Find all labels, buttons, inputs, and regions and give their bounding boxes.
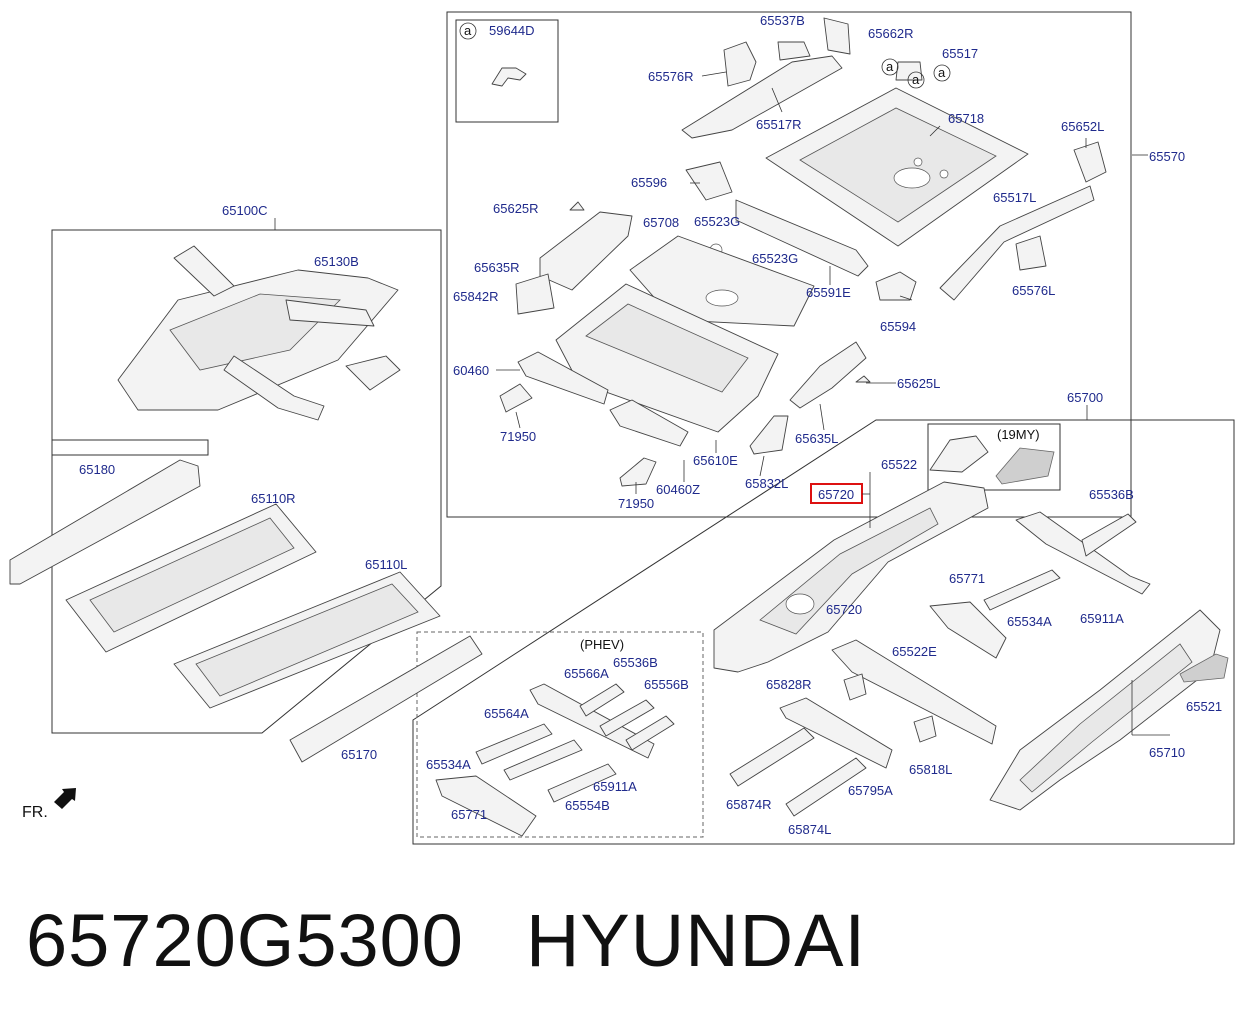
callout-30: 65130B <box>314 254 359 269</box>
callout-27: 71950 <box>618 496 654 511</box>
leader-lines <box>274 71 1170 736</box>
callout-0: 59644D <box>489 23 535 38</box>
callout-32: 65110R <box>251 491 296 506</box>
callout-37: 65720 <box>826 602 862 617</box>
callout-33: 65110L <box>365 557 407 572</box>
callout-46: 65874R <box>726 797 772 812</box>
callout-25: 60460Z <box>656 482 700 497</box>
callout-28: 65700 <box>1067 390 1103 405</box>
circle-ref-1: a <box>464 23 472 38</box>
variant-19my-label: (19MY) <box>997 427 1040 442</box>
callout-1: 65537B <box>760 13 805 28</box>
callout-13: 65523G <box>694 214 740 229</box>
variant-phev-label: (PHEV) <box>580 637 624 652</box>
highlight-box-65720 <box>810 483 863 504</box>
callout-7: 65652L <box>1061 119 1104 134</box>
callout-49: 65566A <box>564 666 609 681</box>
callout-8: 65570 <box>1149 149 1185 164</box>
callout-16: 65591E <box>806 285 851 300</box>
callout-51: 65556B <box>644 677 689 692</box>
inset-59644d-frame <box>455 19 559 123</box>
callout-53: 65534A <box>426 757 471 772</box>
callout-54: 65911A <box>593 779 637 794</box>
callout-21: 65625L <box>897 376 940 391</box>
callout-48: 65874L <box>788 822 831 837</box>
callout-55: 65554B <box>565 798 610 813</box>
circle-ref-markers: a a a <box>881 58 951 89</box>
callout-22: 71950 <box>500 429 536 444</box>
callout-31: 65180 <box>79 462 115 477</box>
callout-42: 65828R <box>766 677 812 692</box>
svg-text:a: a <box>912 72 920 87</box>
parts-diagram: a 59644D <box>9 11 1235 845</box>
callout-23: 65610E <box>693 453 738 468</box>
callout-36: 65536B <box>1089 487 1134 502</box>
callout-labels: 65537B 65662R 65517 65576R 65517R 65718 … <box>79 13 1222 837</box>
callout-39: 65534A <box>1007 614 1052 629</box>
callout-41: 65522E <box>892 644 937 659</box>
callout-17: 65576L <box>1012 283 1055 298</box>
inset-phev-frame <box>416 631 704 838</box>
callout-11: 65625R <box>493 201 539 216</box>
front-arrow-icon <box>54 788 76 809</box>
callout-2: 65662R <box>868 26 914 41</box>
callout-3: 65517 <box>942 46 978 61</box>
callout-6: 65718 <box>948 111 984 126</box>
callout-10: 65517L <box>993 190 1036 205</box>
callout-24: 65635L <box>795 431 838 446</box>
callout-44: 65818L <box>909 762 952 777</box>
part-caption: 65720G5300 HYUNDAI <box>26 885 866 995</box>
callout-19: 65594 <box>880 319 916 334</box>
callout-15: 65635R <box>474 260 520 275</box>
callout-5: 65517R <box>756 117 802 132</box>
callout-18: 65842R <box>453 289 499 304</box>
front-marker-label: FR. <box>22 804 48 821</box>
callout-26: 65832L <box>745 476 788 491</box>
callout-47: 65795A <box>848 783 893 798</box>
callout-12: 65708 <box>643 215 679 230</box>
svg-text:a: a <box>886 59 894 74</box>
upper-group-frame <box>446 11 1132 518</box>
callout-40: 65911A <box>1080 611 1124 626</box>
callout-29: 65100C <box>222 203 268 218</box>
callout-38: 65771 <box>949 571 985 586</box>
callout-43: 65521 <box>1186 699 1222 714</box>
callout-4: 65576R <box>648 69 694 84</box>
callout-52: 65564A <box>484 706 529 721</box>
brand-name: HYUNDAI <box>525 898 867 982</box>
svg-text:a: a <box>938 65 946 80</box>
callout-highlighted-65720: 65720 <box>818 487 854 502</box>
callout-56: 65771 <box>451 807 487 822</box>
lower-right-frame <box>412 419 1235 845</box>
callout-34: 65170 <box>341 747 377 762</box>
callout-45: 65710 <box>1149 745 1185 760</box>
callout-14: 65523G <box>752 251 798 266</box>
callout-50: 65536B <box>613 655 658 670</box>
part-number: 65720G5300 <box>26 898 464 982</box>
inset-19my-frame <box>927 423 1061 491</box>
left-group-frame <box>51 229 442 734</box>
callout-20: 60460 <box>453 363 489 378</box>
callout-35: 65522 <box>881 457 917 472</box>
callout-9: 65596 <box>631 175 667 190</box>
